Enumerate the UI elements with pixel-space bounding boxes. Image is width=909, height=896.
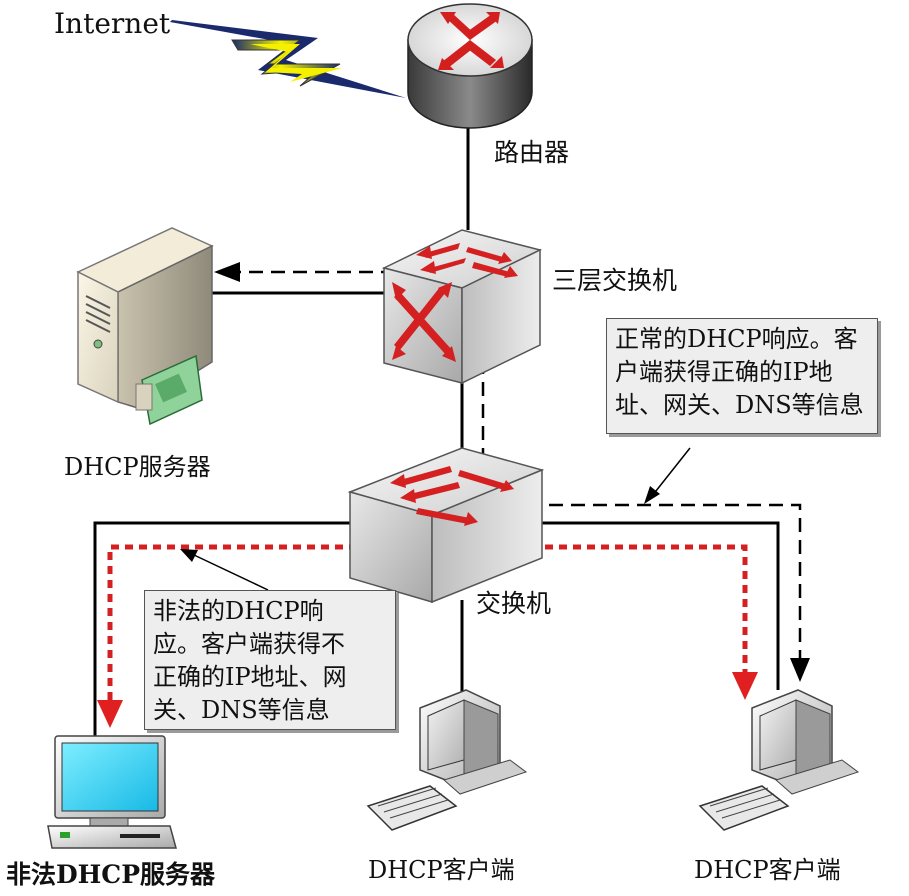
internet-lightning-icon (170, 20, 406, 98)
internet-label: Internet (54, 7, 171, 40)
rogue-server-pc-icon (47, 735, 177, 849)
dhcp-server-icon (76, 227, 214, 426)
switch-icon (347, 447, 545, 604)
switch-label: 交换机 (476, 589, 552, 618)
l3-switch-label: 三层交换机 (552, 266, 678, 295)
router-label: 路由器 (494, 138, 570, 167)
rogue-dhcp-path (107, 544, 748, 700)
switch-to-right-client-link (542, 521, 780, 690)
solid-links (93, 128, 780, 740)
normal-path-arrow-server (214, 262, 240, 282)
normal-path-arrow-client (790, 658, 810, 682)
rogue-path-arrow-right (732, 672, 758, 700)
normal-note-pointer (644, 447, 691, 504)
normal-dhcp-note: 正常的DHCP响应。客 户端获得正确的IP地 址、网关、DNS等信息 (606, 318, 878, 434)
switch-to-rogue-link (93, 521, 350, 740)
rogue-server-label: 非法DHCP服务器 (6, 860, 215, 889)
rogue-path-arrow-left (97, 700, 123, 728)
normal-dhcp-path (238, 270, 802, 660)
client-right-label: DHCP客户端 (694, 856, 841, 884)
router-icon (407, 3, 533, 129)
l3-switch-icon (381, 229, 543, 385)
client-middle-label: DHCP客户端 (368, 856, 515, 884)
illegal-dhcp-note: 非法的DHCP响 应。客户端获得不 正确的IP地址、网 关、DNS等信息 (144, 590, 396, 730)
illegal-note-pointer (180, 549, 269, 591)
dhcp-server-label: DHCP服务器 (64, 453, 211, 481)
client-right-pc-icon (698, 689, 860, 831)
client-middle-pc-icon (366, 689, 528, 831)
